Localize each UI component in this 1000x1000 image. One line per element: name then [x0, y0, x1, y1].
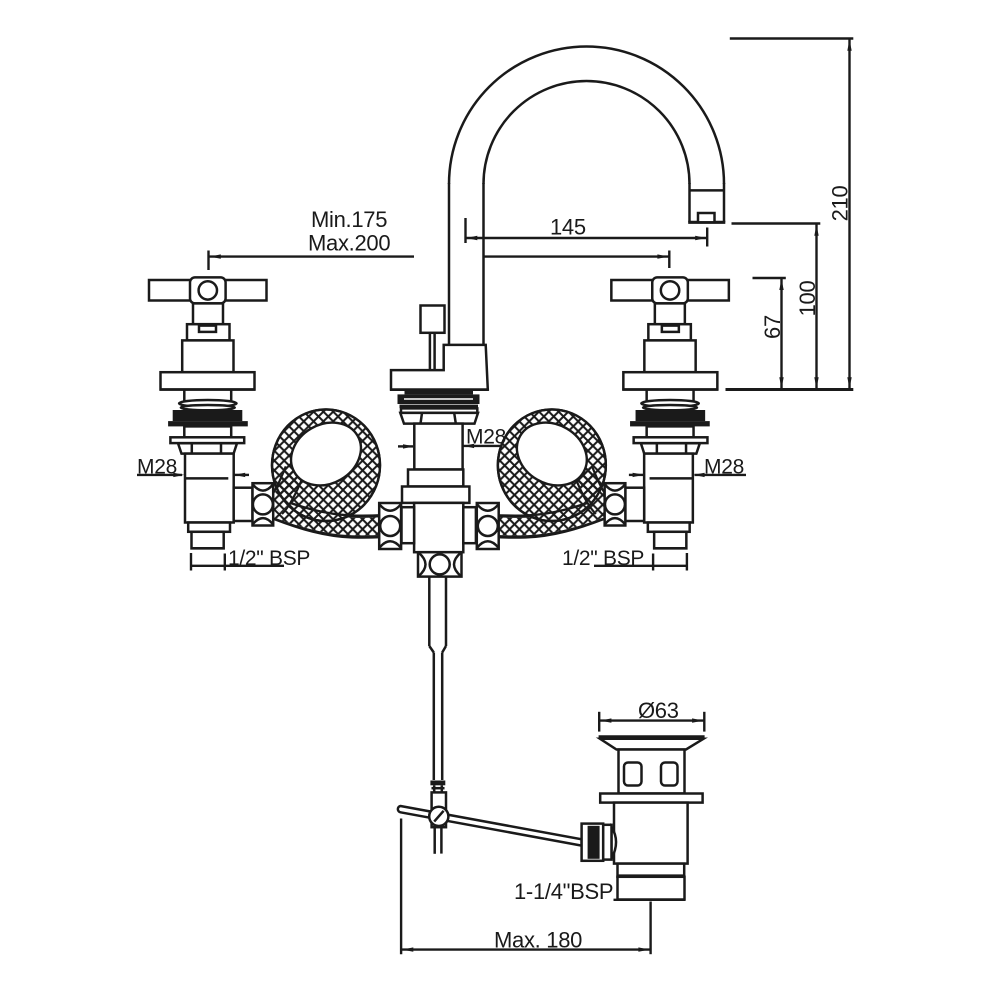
svg-text:1-1/4"BSP: 1-1/4"BSP	[514, 879, 613, 904]
svg-text:M28: M28	[704, 456, 744, 479]
svg-text:M28: M28	[137, 456, 177, 479]
svg-text:Ø63: Ø63	[638, 698, 679, 723]
svg-text:Min.175: Min.175	[311, 207, 387, 232]
svg-text:67: 67	[760, 315, 785, 339]
svg-text:145: 145	[550, 215, 586, 240]
svg-text:1/2" BSP: 1/2" BSP	[228, 547, 310, 570]
svg-text:Max.200: Max.200	[308, 231, 390, 256]
svg-text:Max. 180: Max. 180	[494, 928, 582, 953]
svg-text:210: 210	[828, 186, 853, 222]
svg-text:100: 100	[795, 281, 820, 317]
svg-text:M28: M28	[466, 425, 506, 448]
svg-text:1/2" BSP: 1/2" BSP	[562, 547, 644, 570]
